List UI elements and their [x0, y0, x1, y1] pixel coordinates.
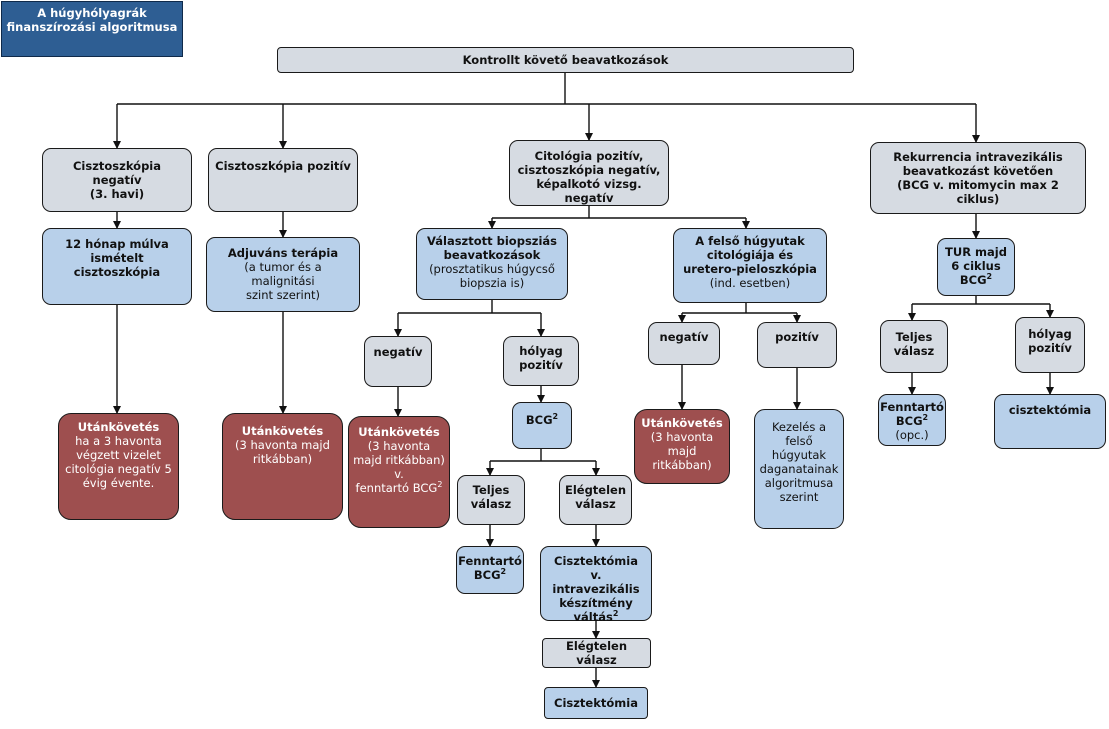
node-insufficient-response-2: Elégtelen válasz [542, 638, 651, 668]
node-adjuvant-therapy: Adjuváns terápia (a tumor és a malignitá… [206, 237, 360, 312]
node-repeat-cystoscopy: 12 hónap múlva ismételt cisztoszkópia [42, 228, 192, 305]
node-maintenance-bcg-4: Fenntartó BCG2 (opc.) [878, 394, 946, 446]
node-biopsy-negative: negatív [364, 336, 432, 387]
node-chosen-biopsy: Választott biopsziás beavatkozások (pros… [416, 228, 568, 300]
node-follow-up-1: Utánkövetés ha a 3 havonta végzett vizel… [58, 413, 179, 520]
node-upper-tract-treatment: Kezelés a felső húgyutak daganatainak al… [754, 409, 844, 529]
node-cytology-positive: Citológia pozitív, cisztoszkópia negatív… [509, 140, 669, 206]
node-upper-tract: A felső húgyutak citológiája és uretero-… [673, 228, 827, 303]
node-cystoscopy-negative: Ciszto­szkópia negatív (3. havi) [42, 148, 192, 212]
node-maintenance-bcg: Fenntartó BCG2 [456, 546, 524, 594]
node-tur-bcg: TUR majd 6 ciklus BCG2 [937, 238, 1015, 296]
node-cystectomy-or-switch: Cisztektómia v. intravezikális készítmén… [540, 546, 652, 624]
node-upper-positive: pozitív [757, 322, 837, 368]
node-follow-up-3: Utánkövetés (3 havonta majd ritkábban) v… [348, 416, 450, 528]
node-cystectomy: Cisztektómia [544, 687, 648, 719]
diagram-title: A húgyhólyagrák finanszírozási algoritmu… [1, 1, 183, 57]
node-cystoscopy-positive: Cisztoszkópia pozitív [208, 148, 358, 212]
node-bladder-positive: hólyag pozitív [503, 336, 579, 386]
node-recurrence: Rekurrencia intravezikális beavatkozást … [870, 142, 1086, 214]
node-insufficient-response: Elégtelen válasz [559, 475, 632, 525]
node-full-response: Teljes válasz [457, 475, 525, 525]
node-bladder-positive-4: hólyag pozitív [1015, 317, 1085, 373]
node-cystectomy-4: cisztektómia [994, 394, 1106, 449]
node-upper-negative: negatív [648, 322, 720, 365]
root-node: Kontrollt követő beavatkozások [277, 47, 854, 73]
node-full-response-4: Teljes válasz [880, 320, 948, 373]
node-follow-up-4: Utánkövetés (3 havonta majd ritkábban) [634, 409, 730, 484]
node-follow-up-2: Utánkövetés (3 havonta majd ritkábban) [222, 413, 343, 520]
node-bcg: BCG2 [512, 402, 572, 449]
